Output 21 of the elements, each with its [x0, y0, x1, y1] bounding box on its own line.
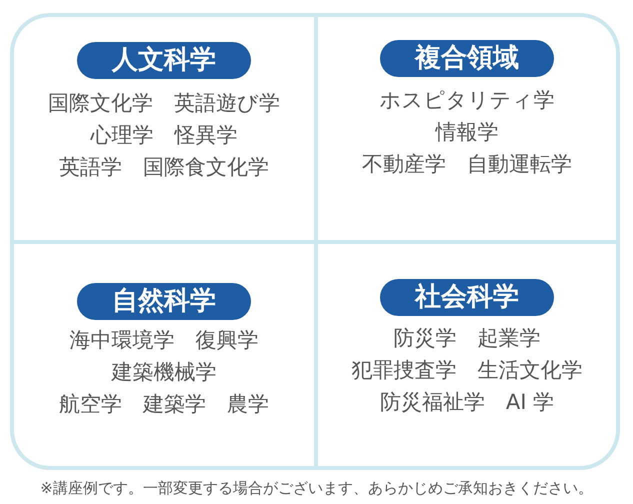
course-names: ホスピタリティ学 — [380, 87, 554, 114]
course-names: 防災学 起業学 — [394, 325, 540, 352]
category-heading: 自然科学 — [77, 283, 251, 320]
footnote: ※講座例です。一部変更する場合がございます、あらかじめご承知おきください。 — [40, 478, 593, 498]
category-heading: 人文科学 — [77, 42, 251, 79]
course-names: 犯罪捜査学 生活文化学 — [352, 357, 582, 384]
course-names: 心理学 怪異学 — [90, 122, 238, 149]
course-names: 防災福祉学 AI 学 — [380, 389, 554, 416]
course-names: 不動産学 自動運転学 — [362, 151, 572, 178]
course-names: 英語学 国際食文化学 — [59, 154, 269, 181]
course-names: 国際文化学 英語遊び学 — [48, 90, 280, 117]
category-heading: 複合領域 — [380, 40, 554, 77]
course-names: 情報学 — [436, 119, 498, 146]
course-names: 海中環境学 復興学 — [70, 327, 258, 354]
category-panel — [10, 242, 316, 470]
category-panel — [316, 13, 620, 242]
category-panel — [10, 13, 316, 242]
course-names: 建築機械学 — [112, 359, 216, 386]
category-heading: 社会科学 — [380, 279, 554, 316]
category-panel — [316, 242, 620, 470]
course-names: 航空学 建築学 農学 — [59, 391, 269, 418]
